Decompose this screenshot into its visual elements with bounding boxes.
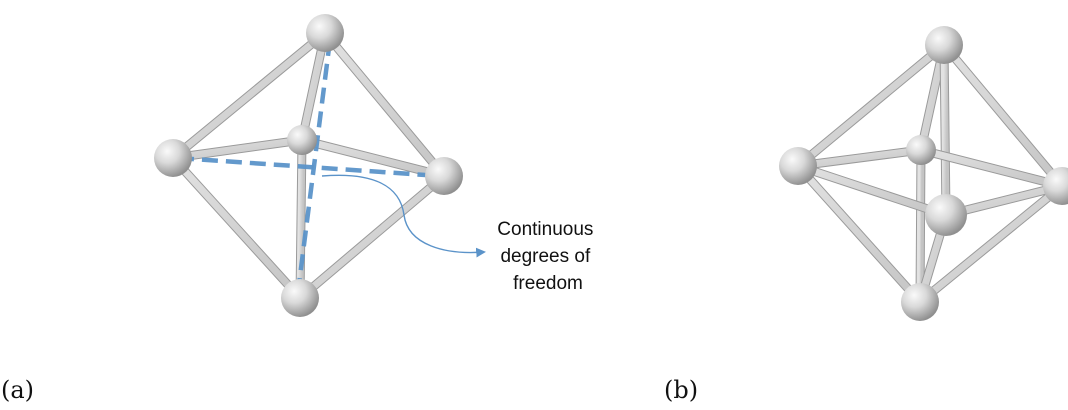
panel-a-dashed-axes: [177, 39, 441, 293]
node: [925, 194, 967, 236]
node: [425, 157, 463, 195]
panel-b-nodes: [779, 26, 1068, 321]
node: [287, 125, 317, 155]
node: [906, 135, 936, 165]
panel-a-label: (a): [1, 376, 34, 404]
annotation-line-3: freedom: [513, 273, 583, 294]
node: [779, 147, 817, 185]
annotation-line-2: degrees of: [500, 246, 591, 267]
annotation-text: Continuous degrees of freedom: [497, 219, 598, 294]
panel-b-label: (b): [664, 376, 698, 404]
node: [925, 26, 963, 64]
node: [901, 283, 939, 321]
panel-b-struts: [793, 40, 1067, 307]
annotation-arrow: [321, 174, 486, 258]
node: [154, 139, 192, 177]
node: [281, 279, 319, 317]
panel-a-octahedron: Continuous degrees of freedom (a): [1, 14, 598, 404]
node: [1043, 167, 1068, 205]
annotation-line-1: Continuous: [497, 219, 593, 240]
panel-b-octahedron: (b): [664, 26, 1068, 404]
node: [306, 14, 344, 52]
panel-a-nodes: [154, 14, 463, 317]
